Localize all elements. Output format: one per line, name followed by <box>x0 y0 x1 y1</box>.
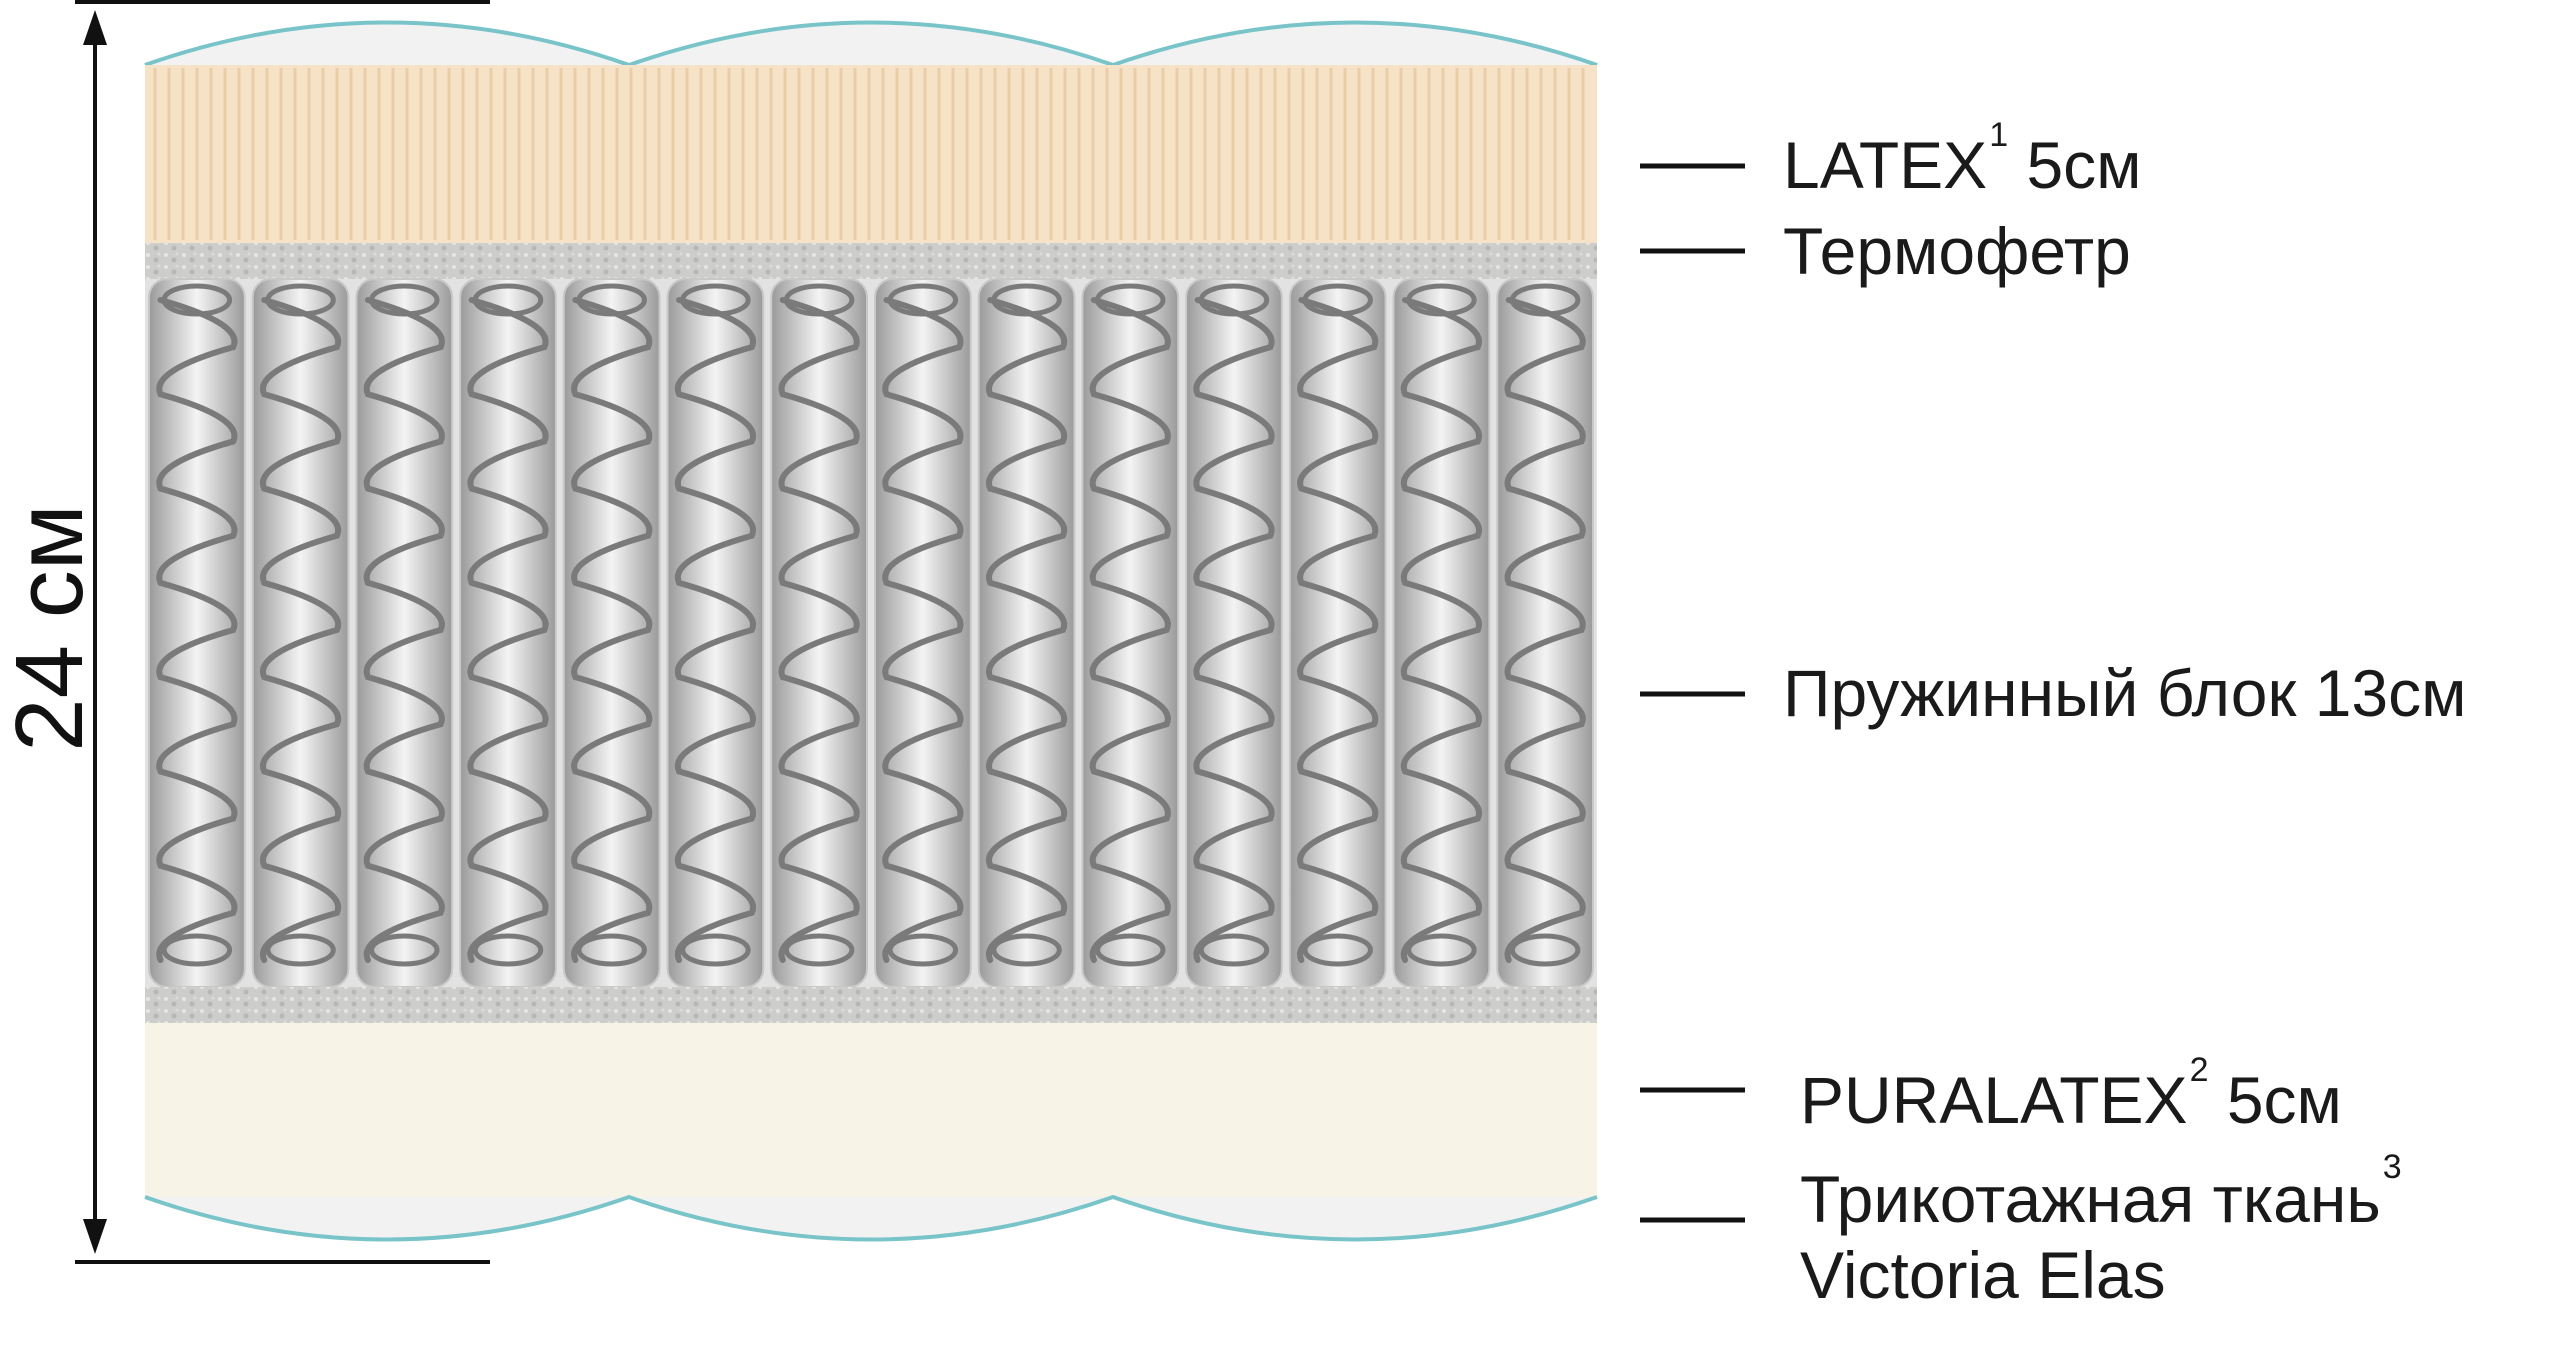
label-latex-text: LATEX <box>1783 128 1988 202</box>
spring-end-loop <box>265 283 336 317</box>
spring-coil <box>260 297 342 963</box>
label-spring-block: Пружинный блок 13см <box>1783 660 2467 726</box>
spring-end-loop <box>576 283 647 317</box>
spring-coil <box>1297 297 1379 963</box>
spring-coil <box>363 297 445 963</box>
label-thermofelt: Термофетр <box>1783 218 2131 284</box>
spring-end-loop <box>887 283 959 317</box>
label-fabric-line2: Victoria Elas <box>1800 1237 2166 1312</box>
thermofelt-top-layer <box>145 243 1597 279</box>
spring-end-loop <box>1095 933 1166 967</box>
label-puralatex-text: PURALATEX <box>1800 1063 2188 1137</box>
arrow-down-icon <box>83 1219 107 1254</box>
label-latex-footnote: 1 <box>1989 116 2009 154</box>
latex-layer <box>145 65 1597 243</box>
spring-end-loop <box>783 933 855 967</box>
bottom-cover <box>144 1194 1598 1242</box>
spring-coil <box>1193 297 1275 963</box>
spring-end-loop <box>369 283 440 317</box>
spring-coil <box>1089 297 1171 963</box>
label-latex-suffix: 5см <box>2008 128 2142 202</box>
spring-end-loop <box>369 933 440 967</box>
label-fabric-text: Трикотажная ткань <box>1800 1162 2381 1236</box>
label-latex: LATEX1 5см <box>1783 118 2142 198</box>
spring-end-loop <box>472 933 544 967</box>
label-puralatex: PURALATEX2 5см <box>1800 1053 2342 1133</box>
thermofelt-bottom-layer <box>145 987 1597 1023</box>
spring-end-loop <box>1406 933 1477 967</box>
spring-end-loop <box>991 933 1062 967</box>
spring-end-loop <box>1302 283 1373 317</box>
spring-end-loop <box>1406 283 1477 317</box>
spring-end-loop <box>783 283 855 317</box>
label-thermofelt-text: Термофетр <box>1783 214 2131 288</box>
spring-end-loop <box>680 933 751 967</box>
spring-end-loop <box>680 283 751 317</box>
label-puralatex-suffix: 5см <box>2208 1063 2342 1137</box>
spring-end-loop <box>991 283 1062 317</box>
spring-end-loop <box>1302 933 1373 967</box>
spring-coil <box>156 297 238 963</box>
top-cover <box>144 20 1598 68</box>
spring-end-loop <box>472 283 544 317</box>
spring-end-loop <box>1198 283 1270 317</box>
spring-end-loop <box>161 933 233 967</box>
spring-coil <box>986 297 1068 963</box>
latex-stripes <box>153 68 1585 240</box>
label-fabric: Трикотажная ткань3 Victoria Elas <box>1800 1148 2402 1314</box>
label-fabric-footnote: 3 <box>2382 1148 2402 1186</box>
spring-coil <box>778 297 860 963</box>
spring-end-loop <box>576 933 647 967</box>
arrow-up-icon <box>83 10 107 45</box>
spring-block <box>148 278 1595 988</box>
spring-coil <box>1504 297 1586 963</box>
leader-lines <box>1640 163 1745 1223</box>
spring-end-loop <box>887 933 959 967</box>
label-spring-block-text: Пружинный блок 13см <box>1783 656 2467 730</box>
total-height-label: 24 см <box>0 504 103 752</box>
puralatex-layer <box>145 1023 1597 1197</box>
spring-end-loop <box>161 283 233 317</box>
spring-end-loop <box>1198 933 1270 967</box>
spring-coil <box>571 297 653 963</box>
spring-end-loop <box>265 933 336 967</box>
height-dimension <box>75 0 490 1264</box>
spring-coil <box>882 297 964 963</box>
spring-end-loop <box>1509 933 1581 967</box>
spring-coil <box>674 297 756 963</box>
spring-end-loop <box>1095 283 1166 317</box>
spring-coil <box>467 297 549 963</box>
spring-coil <box>1400 297 1482 963</box>
label-puralatex-footnote: 2 <box>2189 1051 2209 1089</box>
spring-end-loop <box>1509 283 1581 317</box>
